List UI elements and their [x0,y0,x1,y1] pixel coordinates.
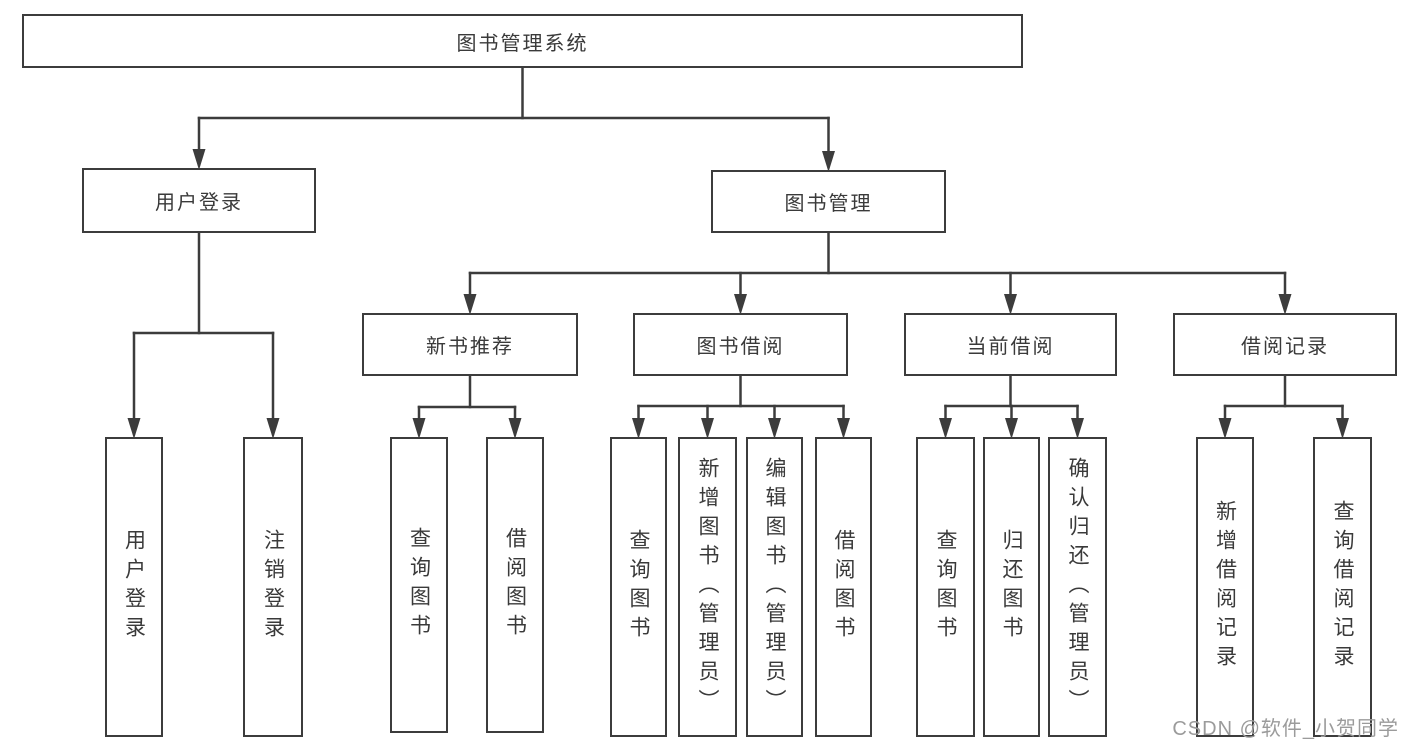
node-label-user-login: 用户登录 [155,192,243,214]
arrowhead-icon [508,418,522,439]
watermark: CSDN @软件_小贺同学 [1172,718,1399,740]
node-leaf-bb-edit: 编辑图书（管理员） [746,437,803,737]
node-book-mgmt: 图书管理 [711,170,946,233]
node-current-borrow: 当前借阅 [904,313,1117,376]
node-label-leaf-bb-query: 查询图书 [627,529,650,645]
node-label-new-book-rec: 新书推荐 [426,336,514,358]
arrowhead-icon [412,418,426,439]
node-leaf-cb-confirm: 确认归还（管理员） [1048,437,1107,737]
node-leaf-nb-query: 查询图书 [390,437,448,733]
arrowhead-icon [463,294,477,315]
node-leaf-bb-borrow: 借阅图书 [815,437,872,737]
arrowhead-icon [1218,418,1232,439]
node-label-leaf-cb-query: 查询图书 [934,529,957,645]
node-label-book-borrow: 图书借阅 [696,336,785,358]
node-label-leaf-cb-return: 归还图书 [1000,529,1023,645]
node-label-leaf-nb-query: 查询图书 [407,527,431,643]
node-leaf-cb-return: 归还图书 [983,437,1040,737]
node-book-borrow: 图书借阅 [633,313,848,376]
node-label-leaf-cb-confirm: 确认归还（管理员） [1066,456,1089,718]
node-label-leaf-bb-borrow: 借阅图书 [832,529,855,645]
node-leaf-bb-add: 新增图书（管理员） [678,437,737,737]
arrowhead-icon [1336,418,1349,439]
arrowhead-icon [192,149,206,170]
arrowhead-icon [1004,294,1017,315]
node-leaf-logout: 注销登录 [243,437,303,737]
node-label-current-borrow: 当前借阅 [966,336,1055,358]
node-new-book-rec: 新书推荐 [362,313,578,376]
arrowhead-icon [822,151,835,172]
node-label-borrow-records: 借阅记录 [1241,336,1329,358]
arrowhead-icon [1005,418,1018,439]
arrowhead-icon [127,418,141,439]
node-label-leaf-br-query: 查询借阅记录 [1331,500,1354,674]
arrowhead-icon [266,418,280,439]
node-label-root: 图书管理系统 [456,32,589,55]
node-label-leaf-user-login: 用户登录 [122,529,146,645]
node-borrow-records: 借阅记录 [1173,313,1397,376]
arrowhead-icon [734,294,747,315]
node-user-login: 用户登录 [82,168,316,233]
arrowhead-icon [701,418,714,439]
arrowhead-icon [1278,294,1292,315]
node-leaf-br-query: 查询借阅记录 [1313,437,1372,737]
arrowhead-icon [1071,418,1084,439]
node-leaf-user-login: 用户登录 [105,437,163,737]
node-leaf-cb-query: 查询图书 [916,437,975,737]
node-label-leaf-nb-borrow: 借阅图书 [503,527,527,643]
node-leaf-nb-borrow: 借阅图书 [486,437,544,733]
node-root: 图书管理系统 [22,14,1023,68]
node-label-book-mgmt: 图书管理 [784,193,873,215]
arrowhead-icon [632,418,645,439]
node-leaf-br-add: 新增借阅记录 [1196,437,1254,737]
arrowhead-icon [768,418,781,439]
arrowhead-icon [939,418,952,439]
node-label-leaf-logout: 注销登录 [261,529,285,645]
arrowhead-icon [837,418,850,439]
node-label-leaf-bb-add: 新增图书（管理员） [696,456,719,718]
node-leaf-bb-query: 查询图书 [610,437,667,737]
node-label-leaf-br-add: 新增借阅记录 [1213,500,1237,674]
node-label-leaf-bb-edit: 编辑图书（管理员） [763,456,786,718]
